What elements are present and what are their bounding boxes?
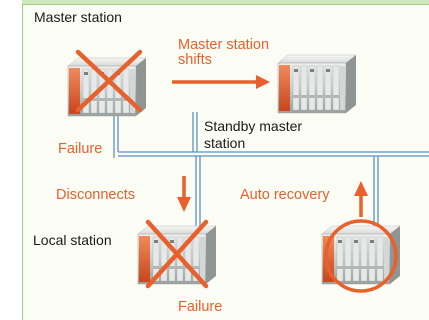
failure-label-top: Failure bbox=[58, 141, 103, 157]
shift-arrow-icon bbox=[172, 75, 270, 89]
master-station-shifts-label: Master station shifts bbox=[178, 37, 270, 68]
up-arrow-icon bbox=[354, 181, 368, 217]
down-arrow-icon bbox=[177, 176, 191, 212]
cross-icon bbox=[75, 49, 143, 113]
auto-recovery-label: Auto recovery bbox=[240, 187, 330, 203]
circle-icon bbox=[324, 219, 398, 293]
header-strip bbox=[22, 0, 429, 4]
standby-master-plc bbox=[277, 54, 357, 114]
disconnects-label: Disconnects bbox=[56, 187, 135, 203]
failure-label-bottom: Failure bbox=[178, 299, 223, 315]
cross-icon bbox=[145, 219, 209, 289]
local-station-label: Local station bbox=[33, 232, 112, 248]
master-station-label: Master station bbox=[34, 9, 122, 25]
standby-master-station-label: Standby master station bbox=[204, 118, 303, 151]
